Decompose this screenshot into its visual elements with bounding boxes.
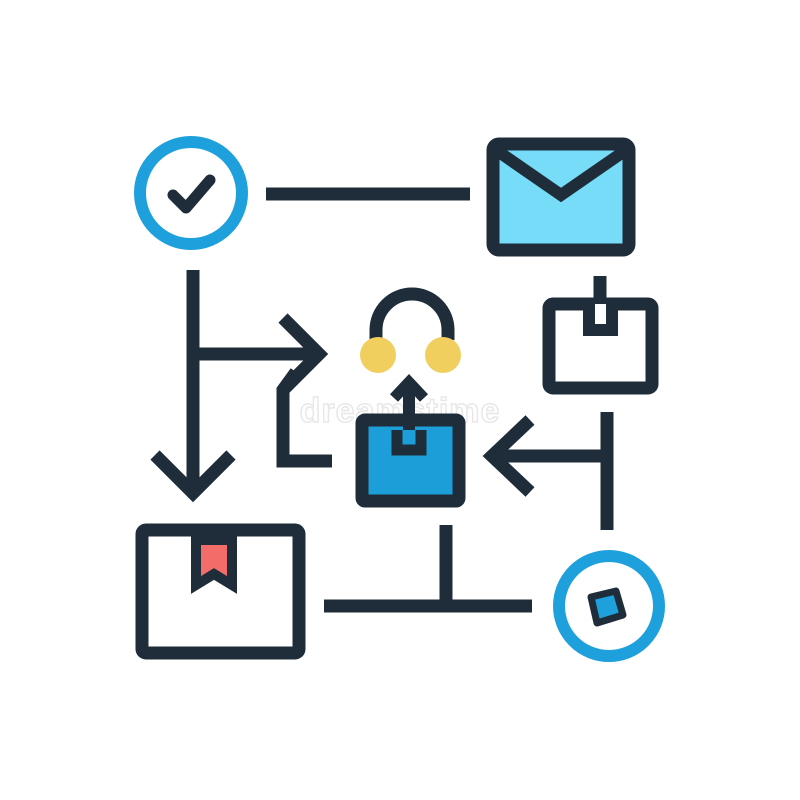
shackle-end-left bbox=[360, 337, 396, 373]
lock-shackle bbox=[369, 287, 455, 340]
package-node bbox=[135, 523, 306, 660]
check-circle-node bbox=[134, 136, 248, 250]
shackle-end-right bbox=[425, 337, 461, 373]
package-icon bbox=[135, 523, 306, 660]
arrow-left-icon bbox=[482, 415, 535, 497]
arrow-down-icon bbox=[150, 450, 236, 503]
package-ribbon bbox=[191, 535, 237, 594]
arrow-up-icon bbox=[389, 373, 429, 402]
check-circle-icon bbox=[167, 174, 216, 214]
lock-node bbox=[355, 287, 466, 508]
document-circle-node bbox=[553, 550, 665, 662]
connector-hook bbox=[276, 368, 332, 468]
box-node bbox=[542, 297, 659, 395]
envelope-node bbox=[486, 137, 636, 257]
document-circle-icon bbox=[587, 587, 627, 627]
